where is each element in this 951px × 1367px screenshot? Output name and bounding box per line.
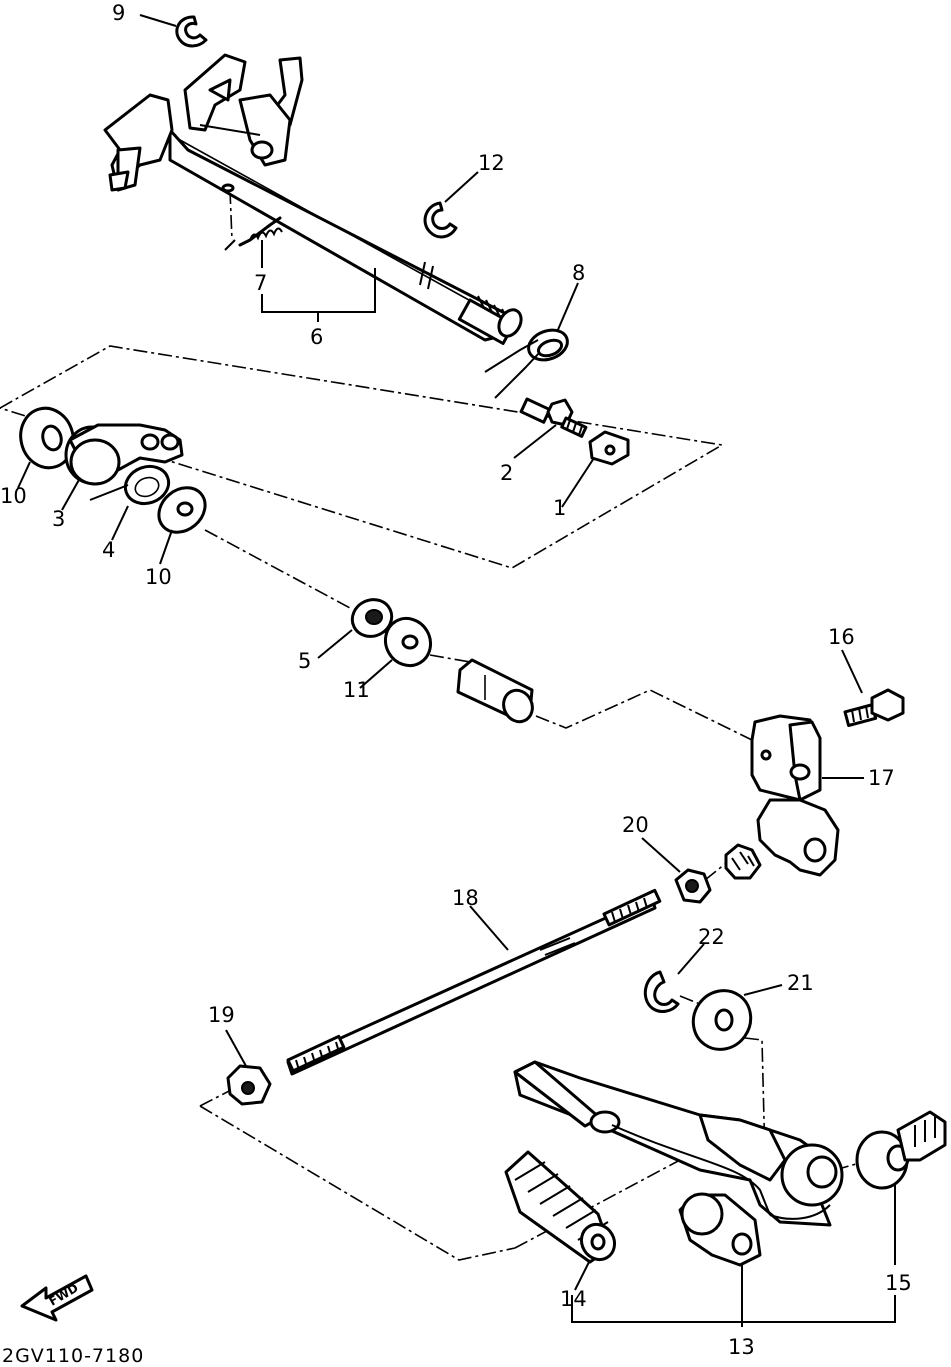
label-3: 3 — [52, 507, 65, 531]
label-1: 1 — [553, 496, 566, 520]
dashed-link-22-21 — [679, 995, 701, 1005]
label-20: 20 — [622, 813, 649, 837]
shift-shaft — [103, 53, 523, 345]
leader-10-left — [17, 461, 31, 489]
footpeg-rubber-14 — [504, 1150, 617, 1264]
dashed-outline-pedal — [199, 1105, 516, 1261]
collar-pin — [456, 658, 534, 724]
dashed-link-7 — [229, 189, 233, 241]
washer-10-right — [157, 486, 207, 534]
label-10-right: 10 — [145, 565, 172, 589]
shift-rod-18 — [286, 888, 662, 1076]
nut-19 — [226, 1064, 272, 1106]
label-16: 16 — [828, 625, 855, 649]
shift-pedal — [513, 1060, 844, 1227]
leader-1 — [561, 457, 595, 508]
dashed-link-14-13 — [514, 1159, 681, 1249]
dashed-link-21-pedal — [744, 1037, 766, 1161]
leader-18 — [469, 905, 509, 951]
shift-arm-17 — [724, 714, 840, 880]
bracket-13-15 — [571, 1295, 896, 1323]
label-10-left: 10 — [0, 484, 27, 508]
spring-4 — [89, 464, 171, 506]
bolt-16 — [843, 688, 905, 728]
dashed-link-19 — [199, 1088, 234, 1107]
leader-14 — [574, 1259, 591, 1291]
dashed-link-11-pin — [429, 654, 471, 663]
dashed-link-pin-17 — [535, 689, 753, 741]
leader-8 — [556, 282, 579, 333]
spring-7 — [221, 183, 283, 251]
bracket-6 — [261, 268, 376, 313]
leader-19 — [225, 1029, 247, 1067]
label-5: 5 — [298, 649, 311, 673]
nut-20 — [674, 868, 712, 904]
leader-4 — [111, 505, 129, 541]
dashed-outline-shift-shaft — [0, 345, 725, 569]
label-14: 14 — [560, 1287, 587, 1311]
oil-seal-5 — [350, 598, 394, 638]
circlip-22 — [643, 970, 680, 1013]
label-19: 19 — [208, 1003, 235, 1027]
forward-arrow-icon: FWD — [20, 1274, 94, 1322]
leader-9 — [139, 14, 177, 27]
dashed-link-10-5 — [204, 529, 351, 609]
diagram-code: 2GV110-7180 — [2, 1345, 144, 1367]
label-8: 8 — [572, 261, 585, 285]
leader-21 — [743, 984, 783, 996]
leader-3 — [61, 477, 81, 511]
leader-10-right — [159, 529, 173, 565]
label-18: 18 — [452, 886, 479, 910]
label-7: 7 — [254, 271, 267, 295]
leader-11 — [359, 659, 393, 689]
leader-22 — [677, 943, 705, 975]
washer-10-left — [19, 406, 75, 470]
label-2: 2 — [500, 461, 513, 485]
torsion-spring-8 — [484, 328, 569, 399]
label-9: 9 — [112, 1, 125, 25]
pedal-bracket-13 — [678, 1192, 762, 1267]
shift-guide-3 — [64, 423, 184, 486]
label-11: 11 — [343, 678, 370, 702]
leader-2 — [513, 424, 557, 459]
leader-16 — [841, 649, 863, 694]
washer-11 — [383, 616, 433, 668]
circlip-9 — [175, 15, 208, 48]
label-12: 12 — [478, 151, 505, 175]
leader-12 — [444, 171, 479, 203]
leader-5 — [317, 629, 353, 659]
label-4: 4 — [102, 538, 115, 562]
label-21: 21 — [787, 971, 814, 995]
label-17: 17 — [868, 766, 895, 790]
label-13: 13 — [728, 1335, 755, 1359]
label-22: 22 — [698, 925, 725, 949]
label-6: 6 — [310, 325, 323, 349]
circlip-12 — [423, 201, 458, 239]
washer-21 — [691, 989, 753, 1051]
leader-20 — [641, 837, 681, 873]
pivot-bolt-15 — [855, 1110, 947, 1190]
bolt-2 — [519, 397, 588, 438]
label-15: 15 — [885, 1271, 912, 1295]
